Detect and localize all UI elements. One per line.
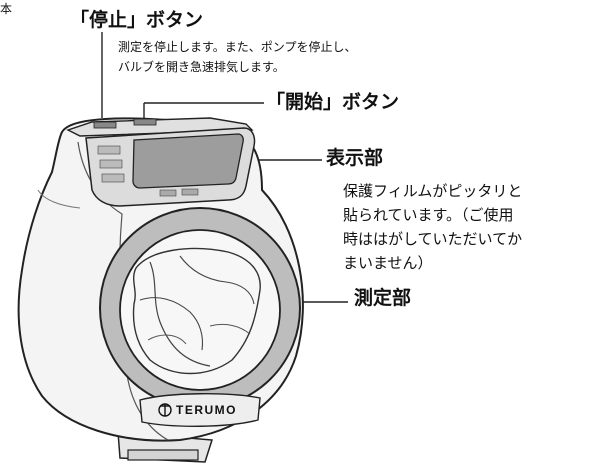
brand-text: TERUMO	[176, 403, 237, 417]
stop-button	[93, 121, 117, 129]
brand-plate	[139, 393, 261, 427]
stop-button-desc-line1: 測定を停止します。また、ポンプを停止し、	[118, 40, 357, 54]
display-desc-line3: 時ははがしていただいてか	[343, 230, 523, 248]
header-fragment: 本	[0, 2, 13, 16]
start-button	[133, 118, 157, 126]
stop-button-title: 「停止」ボタン	[70, 9, 204, 31]
measurement-title: 測定部	[354, 287, 412, 309]
start-button-title: 「開始」ボタン	[266, 91, 400, 113]
display-desc-line2: 貼られています。（ご使用	[343, 206, 514, 224]
display-desc-line1: 保護フィルムがピッタリと	[343, 182, 523, 200]
display-title: 表示部	[326, 147, 384, 169]
stop-button-desc-line2: バルブを開き急速排気します。	[118, 60, 285, 74]
display-screen	[132, 133, 244, 189]
display-desc-line4: まいません）	[343, 254, 433, 272]
